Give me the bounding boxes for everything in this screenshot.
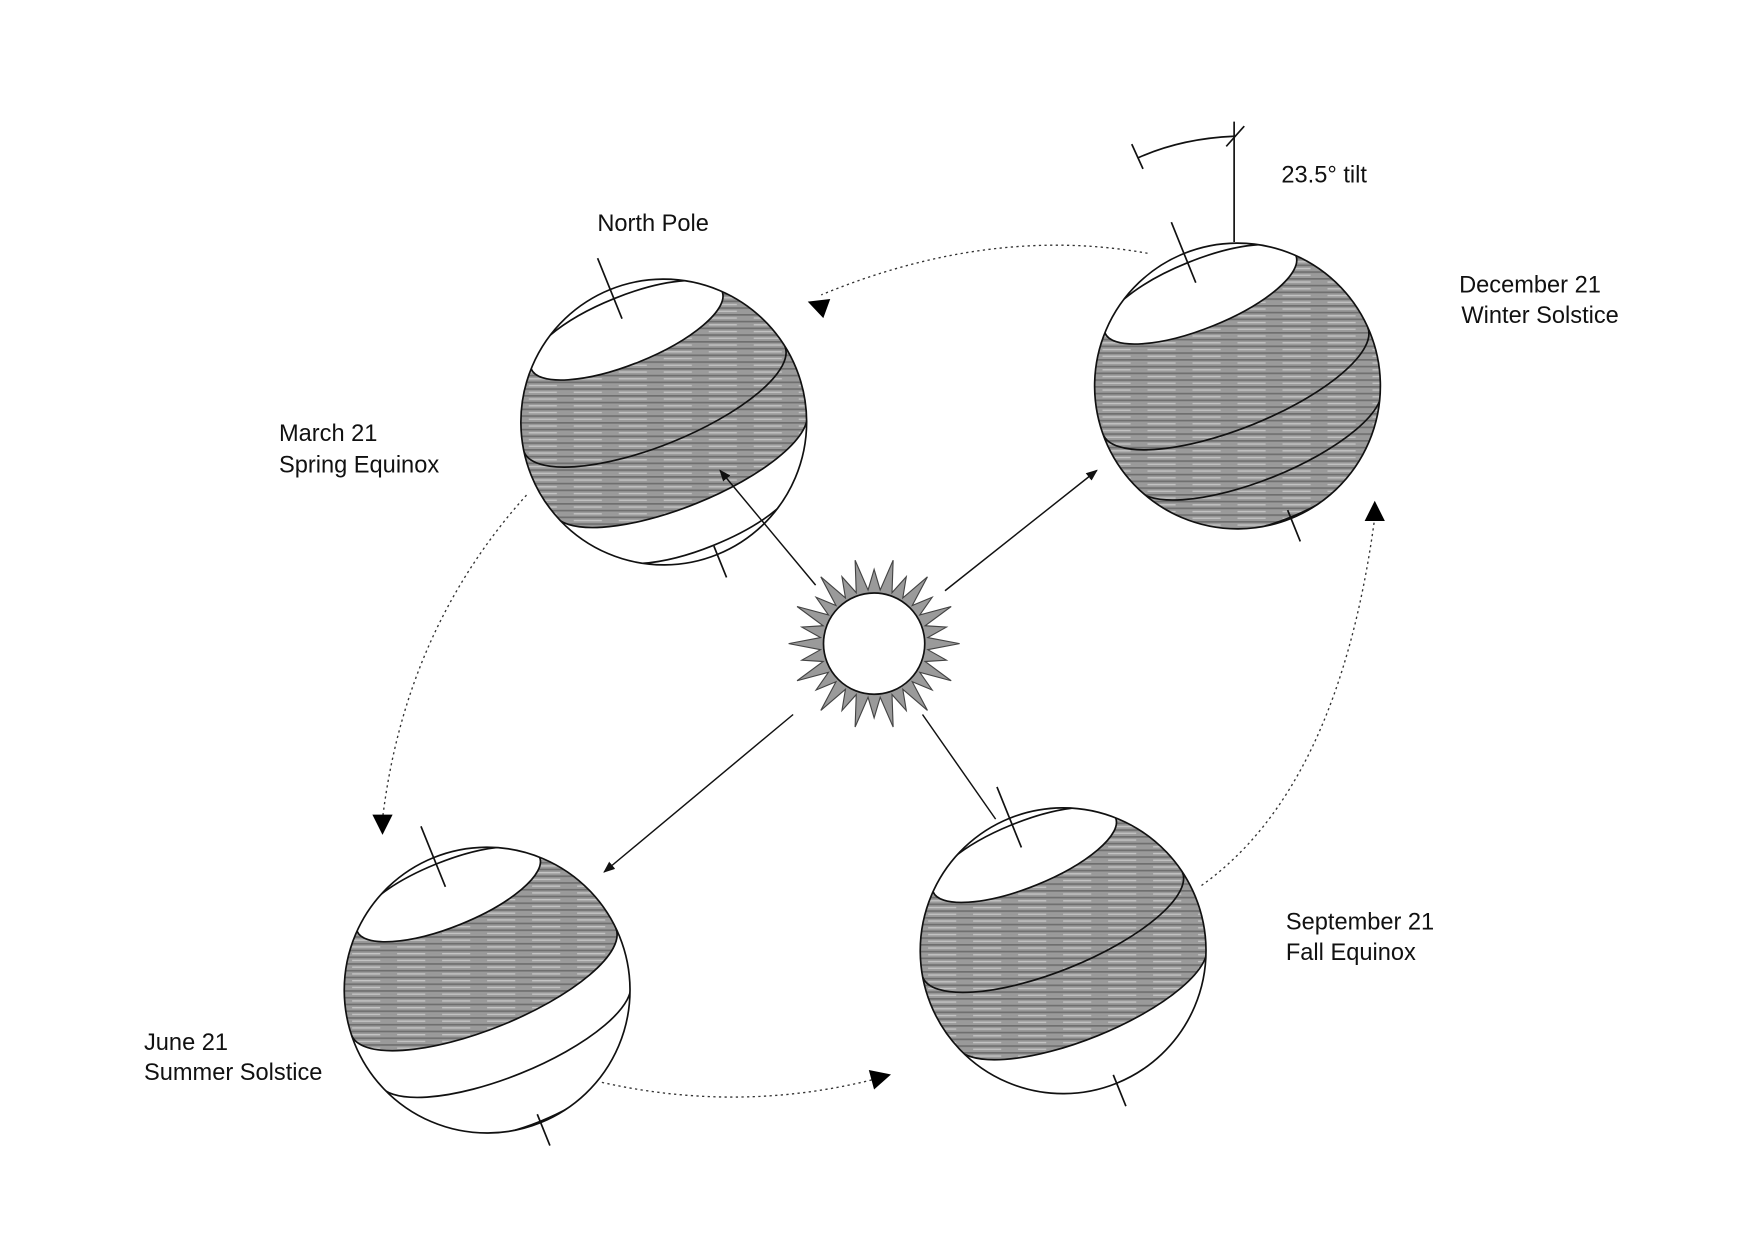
sun-ray-arrow <box>944 469 1098 592</box>
tilt-label: 23.5° tilt <box>1281 162 1367 188</box>
march-event-label: Spring Equinox <box>279 453 439 479</box>
orbit-path <box>372 244 1385 1098</box>
axis-south <box>713 545 728 578</box>
orbit-segment <box>1201 517 1376 887</box>
latitude-line <box>955 943 1208 1061</box>
latitude-line <box>1102 326 1370 451</box>
june-date-label: June 21 <box>144 1030 228 1056</box>
orbit-arrowhead-icon <box>807 299 831 319</box>
axis-north <box>596 257 623 320</box>
axis-north <box>420 826 447 888</box>
orbit-segment <box>381 494 528 820</box>
december-globe <box>1051 221 1424 561</box>
orbit-arrowhead-icon <box>868 1069 891 1090</box>
latitude-line <box>523 346 787 468</box>
latitude-line <box>921 871 1185 994</box>
axis-south <box>1112 1074 1127 1107</box>
march-date-label: March 21 <box>279 421 377 447</box>
shaded-band <box>1051 223 1424 561</box>
june-globe <box>301 823 658 1146</box>
march-globe <box>477 257 850 578</box>
september-event-label: Fall Equinox <box>1286 940 1416 966</box>
sun-disc <box>822 592 926 696</box>
orbit-arrowhead-icon <box>372 814 393 835</box>
axis-south <box>1286 509 1302 542</box>
orbit-segment <box>601 1077 880 1098</box>
axis-south <box>536 1113 551 1146</box>
axis-north <box>996 786 1023 848</box>
orbit-arrowhead-icon <box>1364 500 1385 521</box>
sun-ray-arrow <box>719 469 817 586</box>
latitude-line <box>350 928 618 1052</box>
latitude-line <box>377 980 632 1099</box>
sun-ray-arrow <box>921 714 997 820</box>
june-event-label: Summer Solstice <box>144 1060 322 1086</box>
sun <box>788 560 960 728</box>
sun-rays <box>603 469 1098 873</box>
north-pole-label: North Pole <box>597 211 709 237</box>
sun-ray-arrow <box>603 713 794 873</box>
december-date-label: December 21 <box>1459 273 1601 299</box>
shaded-band <box>477 259 850 533</box>
orbit-segment <box>820 244 1148 296</box>
september-date-label: September 21 <box>1286 909 1434 935</box>
latitude-line <box>1134 386 1383 501</box>
tilt-indicator <box>1130 121 1245 242</box>
december-event-label: Winter Solstice <box>1461 303 1618 329</box>
september-globe <box>877 784 1250 1107</box>
globes <box>301 221 1424 1146</box>
shaded-band <box>877 784 1250 1065</box>
latitude-line <box>552 410 809 529</box>
axis-north <box>1170 221 1197 284</box>
shaded-band <box>301 823 658 1053</box>
